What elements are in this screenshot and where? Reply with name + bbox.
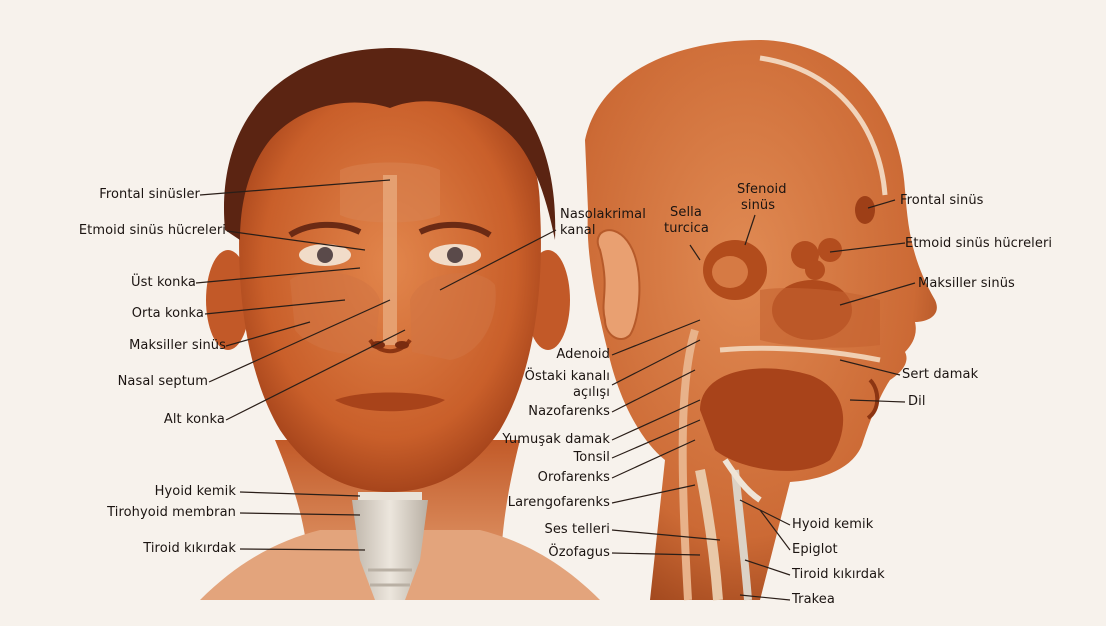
label-hyoid-kemik-front: Hyoid kemik (100, 485, 236, 499)
label-tonsil: Tonsil (470, 451, 610, 465)
label-ozofagus: Özofagus (470, 546, 610, 560)
label-tirohyoid-membran: Tirohyoid membran (60, 506, 236, 520)
label-sert-damak: Sert damak (902, 368, 978, 382)
label-frontal-sinusler: Frontal sinüsler (60, 188, 200, 202)
label-nazofarenks: Nazofarenks (470, 405, 610, 419)
label-sfenoid-line2: sinüs (741, 199, 775, 213)
label-yumusak-damak: Yumuşak damak (470, 433, 610, 447)
label-dil: Dil (908, 395, 926, 409)
label-sella-line1: Sella (670, 206, 702, 220)
label-nasolakrimal-line2: kanal (560, 224, 596, 238)
label-etmoid-sinus-hucreleri: Etmoid sinüs hücreleri (20, 224, 226, 238)
label-ust-konka: Üst konka (80, 276, 196, 290)
label-larengofarenks: Larengofarenks (470, 496, 610, 510)
label-frontal-sinus: Frontal sinüs (900, 194, 984, 208)
label-adenoid: Adenoid (470, 348, 610, 362)
label-alt-konka: Alt konka (120, 413, 225, 427)
label-hyoid-kemik-side: Hyoid kemik (792, 518, 873, 532)
label-nasolakrimal-line1: Nasolakrimal (560, 208, 646, 222)
label-trakea: Trakea (792, 593, 835, 607)
label-maksiller-sinus: Maksiller sinüs (60, 339, 226, 353)
head-front-illustration (200, 48, 600, 600)
label-sella-line2: turcica (664, 222, 709, 236)
label-nasal-septum: Nasal septum (60, 375, 208, 389)
label-epiglot: Epiglot (792, 543, 838, 557)
label-ostaki-line2: açılışı (470, 386, 610, 400)
label-maksiller-sinus-side: Maksiller sinüs (918, 277, 1015, 291)
label-orofarenks: Orofarenks (470, 471, 610, 485)
label-etmoid-sinus-hucreleri-side: Etmoid sinüs hücreleri (905, 237, 1052, 251)
label-ostaki-line1: Östaki kanalı (470, 370, 610, 384)
label-tiroid-kikirdak-side: Tiroid kıkırdak (792, 568, 885, 582)
label-orta-konka: Orta konka (90, 307, 204, 321)
label-ses-telleri: Ses telleri (470, 523, 610, 537)
head-sagittal-illustration (585, 40, 937, 600)
label-tiroid-kikirdak-front: Tiroid kıkırdak (80, 542, 236, 556)
label-sfenoid-line1: Sfenoid (737, 183, 787, 197)
